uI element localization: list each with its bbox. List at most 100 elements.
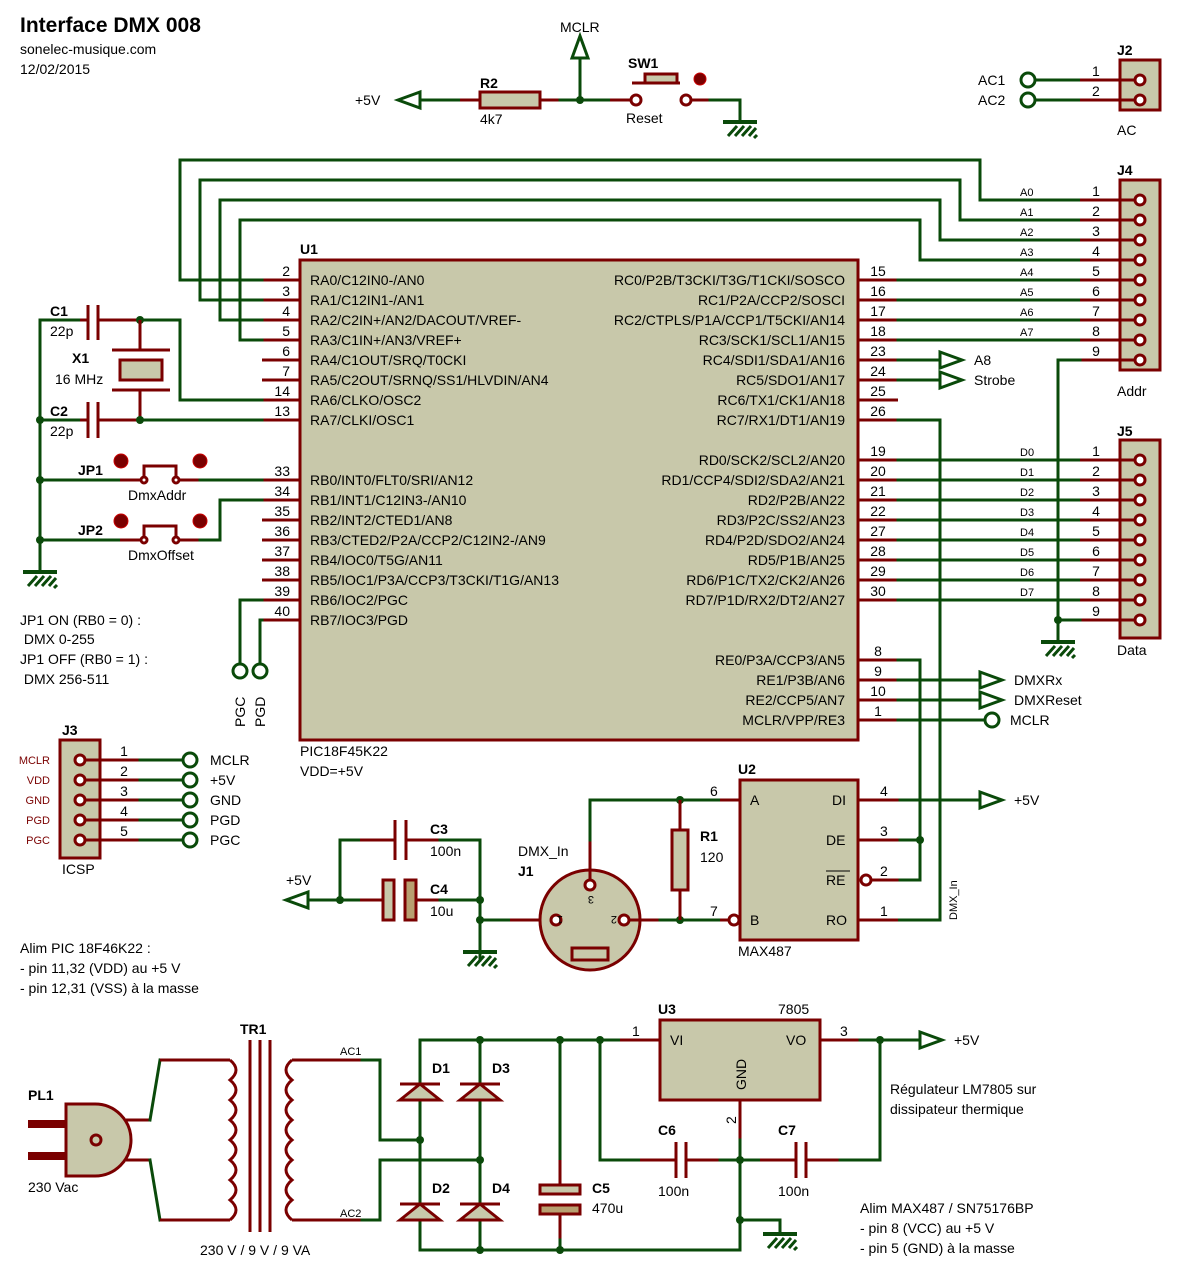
j3-pin-hole[interactable] [73, 793, 87, 807]
supply-label: +5V [286, 872, 312, 888]
pin-number: 21 [870, 483, 886, 499]
jp1-on-icon[interactable] [113, 453, 129, 469]
j3-pin-hole[interactable] [73, 813, 87, 827]
pin-number: 25 [870, 383, 886, 399]
j5-pin-hole[interactable] [1133, 533, 1147, 547]
pin-label: RE1/P3B/AN6 [756, 672, 845, 688]
r2-value: 4k7 [480, 111, 503, 127]
pgc-terminal-icon [231, 662, 249, 680]
j3-pin-hole[interactable] [73, 773, 87, 787]
svg-text:4: 4 [880, 783, 888, 799]
pin-number: 7 [1092, 563, 1100, 579]
pin-label: RC1/P2A/CCP2/SOSCI [698, 292, 845, 308]
d4-ref: D4 [492, 1180, 510, 1196]
j5-ref: J5 [1117, 423, 1133, 439]
pin-label: RB5/IOC1/P3A/CCP3/T3CKI/T1G/AN13 [310, 572, 559, 588]
net-label: PGD [210, 812, 240, 828]
j5-pin-hole[interactable] [1133, 453, 1147, 467]
tr1-ref: TR1 [240, 1021, 267, 1037]
j3-pin-hole[interactable] [73, 833, 87, 847]
svg-text:1: 1 [880, 903, 888, 919]
j5-pin-hole[interactable] [1133, 593, 1147, 607]
resistor-r1[interactable] [670, 828, 690, 892]
power-arrow-icon [281, 889, 310, 911]
jp2-off-icon[interactable] [192, 513, 208, 529]
transceiver-u2[interactable]: U2 MAX487 A B DI DE RE RO [738, 761, 860, 959]
pin-number: 37 [274, 543, 290, 559]
jp2-on-icon[interactable] [113, 513, 129, 529]
connector-j1[interactable]: DMX_In J1 1 2 3 [518, 843, 642, 972]
x1-value: 16 MHz [55, 371, 103, 387]
jumpers: JP1 DmxAddr JP2 DmxOffset JP1 ON (RB0 = … [20, 453, 264, 687]
pin-label: RA2/C2IN+/AN2/DACOUT/VREF- [310, 312, 522, 328]
j4-ref: J4 [1117, 162, 1133, 178]
pin-number: 4 [1092, 243, 1100, 259]
pin-number: 38 [274, 563, 290, 579]
pic-power-note: Alim PIC 18F46K22 : [20, 940, 151, 956]
pin-label: RD5/P1B/AN25 [748, 552, 845, 568]
crystal-x1[interactable] [118, 358, 164, 382]
pin-label: RB7/IOC3/PGD [310, 612, 408, 628]
supply-label: +5V [355, 92, 381, 108]
switch-toggle-icon[interactable] [693, 72, 707, 86]
d2-ref: D2 [432, 1180, 450, 1196]
jp1-off-icon[interactable] [192, 453, 208, 469]
date-label: 12/02/2015 [20, 61, 90, 77]
pin-number: 5 [282, 323, 290, 339]
j3-pin-hole[interactable] [73, 753, 87, 767]
net-label: GND [210, 792, 241, 808]
j1-value: DMX_In [518, 843, 569, 859]
di-supply-label: +5V [1014, 792, 1040, 808]
svg-text:RE: RE [826, 872, 845, 888]
power-arrow-icon [978, 789, 1007, 811]
j4-pin-hole[interactable] [1133, 313, 1147, 327]
resistor-r2[interactable] [478, 90, 542, 110]
ground-icon [721, 120, 759, 140]
r1-value: 120 [700, 849, 724, 865]
j5-pin-hole[interactable] [1133, 473, 1147, 487]
j5-pin-hole[interactable] [1133, 613, 1147, 627]
sw1-ref: SW1 [628, 55, 659, 71]
j5-value: Data [1117, 642, 1147, 658]
net-label: D5 [1020, 547, 1034, 559]
j5-pin-hole[interactable] [1133, 513, 1147, 527]
pin-number: 2 [1092, 203, 1100, 219]
j4-pin-hole[interactable] [1133, 273, 1147, 287]
pin-number: 23 [870, 343, 886, 359]
mcu-u1[interactable]: U1 PIC18F45K22 VDD=+5V [298, 241, 860, 779]
jp1-ref: JP1 [78, 462, 103, 478]
svg-text:AC1: AC1 [340, 1046, 361, 1058]
j4-pin-hole[interactable] [1133, 333, 1147, 347]
pin-label: RA4/C1OUT/SRQ/T0CKI [310, 352, 466, 368]
diode-icon [455, 1082, 505, 1102]
power-arrow-icon [393, 89, 422, 111]
pin-number: 16 [870, 283, 886, 299]
u1-vdd: VDD=+5V [300, 763, 364, 779]
j4-pin-hole[interactable] [1133, 293, 1147, 307]
net-label: A0 [1020, 187, 1033, 199]
mains-plug-pl1[interactable] [64, 1102, 133, 1178]
j5-pin-hole[interactable] [1133, 553, 1147, 567]
j4-pin-hole[interactable] [1133, 193, 1147, 207]
svg-text:6: 6 [710, 783, 718, 799]
pgd-label: PGD [252, 697, 268, 727]
pin-number: 35 [274, 503, 290, 519]
pin-label: RE0/P3A/CCP3/AN5 [715, 652, 845, 668]
pin-label: RC0/P2B/T3CKI/T3G/T1CKI/SOSCO [614, 272, 845, 288]
u1-right-pins: 15RC0/P2B/T3CKI/T3G/T1CKI/SOSCO16RC1/P2A… [614, 263, 898, 728]
ground-icon [21, 570, 59, 590]
dmxrx-arrow-icon [978, 669, 1007, 691]
pin-number: 4 [120, 803, 128, 819]
c7-ref: C7 [778, 1122, 796, 1138]
j4-pin-hole[interactable] [1133, 233, 1147, 247]
j4-pin-hole[interactable] [1133, 253, 1147, 267]
j4-pin-hole[interactable] [1133, 213, 1147, 227]
c3-ref: C3 [430, 821, 448, 837]
pin-number: 4 [282, 303, 290, 319]
j5-pin-hole[interactable] [1133, 493, 1147, 507]
j5-pin-hole[interactable] [1133, 573, 1147, 587]
switch-sw1[interactable] [643, 72, 679, 85]
j4-pin-hole[interactable] [1133, 353, 1147, 367]
pin-number: 19 [870, 443, 886, 459]
pin-name: PGC [26, 835, 50, 847]
